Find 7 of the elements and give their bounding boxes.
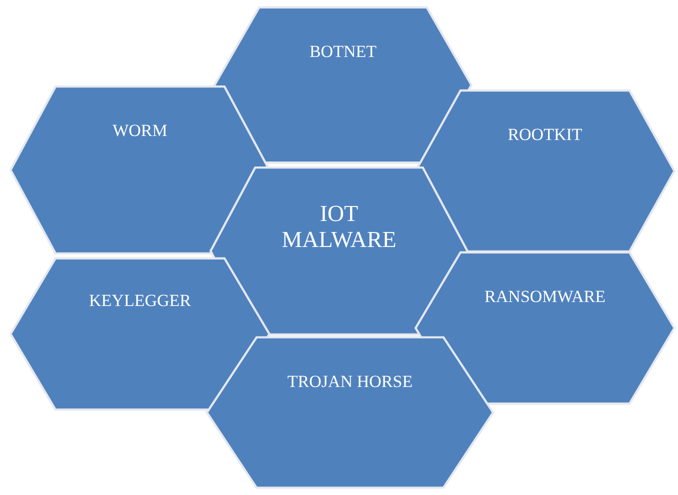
node-label: WORM bbox=[112, 120, 168, 142]
node-label: RANSOMWARE bbox=[484, 286, 606, 308]
node-label: IOT MALWARE bbox=[280, 201, 398, 254]
node-label: ROOTKIT bbox=[508, 124, 582, 146]
node-label: TROJAN HORSE bbox=[287, 371, 413, 392]
node-label: KEYLEGGER bbox=[89, 290, 191, 312]
node-label: BOTNET bbox=[309, 41, 377, 62]
